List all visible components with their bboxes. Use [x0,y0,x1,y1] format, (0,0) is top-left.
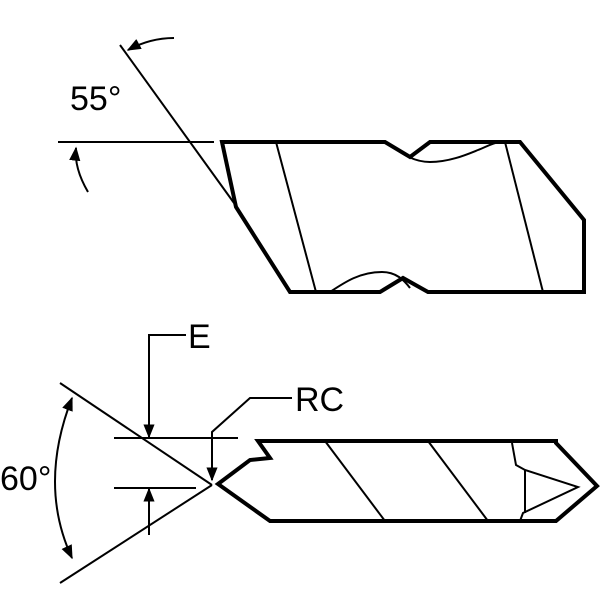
angle-arc-60 [54,396,73,560]
bottom-chamfer-detail [511,442,581,522]
rc-label: RC [295,381,344,419]
top-insert-outline [219,140,586,294]
angle-label-60: 60° [0,460,51,498]
bottom-view: 60° E RC [0,318,600,584]
top-notch-lower [329,270,411,293]
angle-line-upper [59,382,213,486]
e-label: E [188,318,211,356]
rc-leader-arrow [206,397,292,482]
top-view: 55° [58,37,586,294]
bottom-stripe-right [427,440,489,522]
bottom-insert-outline [214,439,600,523]
top-angle-arrow-upper [126,37,175,51]
angle-line-lower [59,484,213,584]
top-edge-line-left [275,141,317,293]
e-leader-arrow [143,334,186,439]
bottom-stripe-left [324,440,386,522]
angle-label-55: 55° [70,80,121,118]
top-notch-upper [384,141,501,164]
top-edge-line-right [504,141,544,293]
top-angle-reference [119,44,235,204]
top-angle-arrow-lower [69,146,89,193]
